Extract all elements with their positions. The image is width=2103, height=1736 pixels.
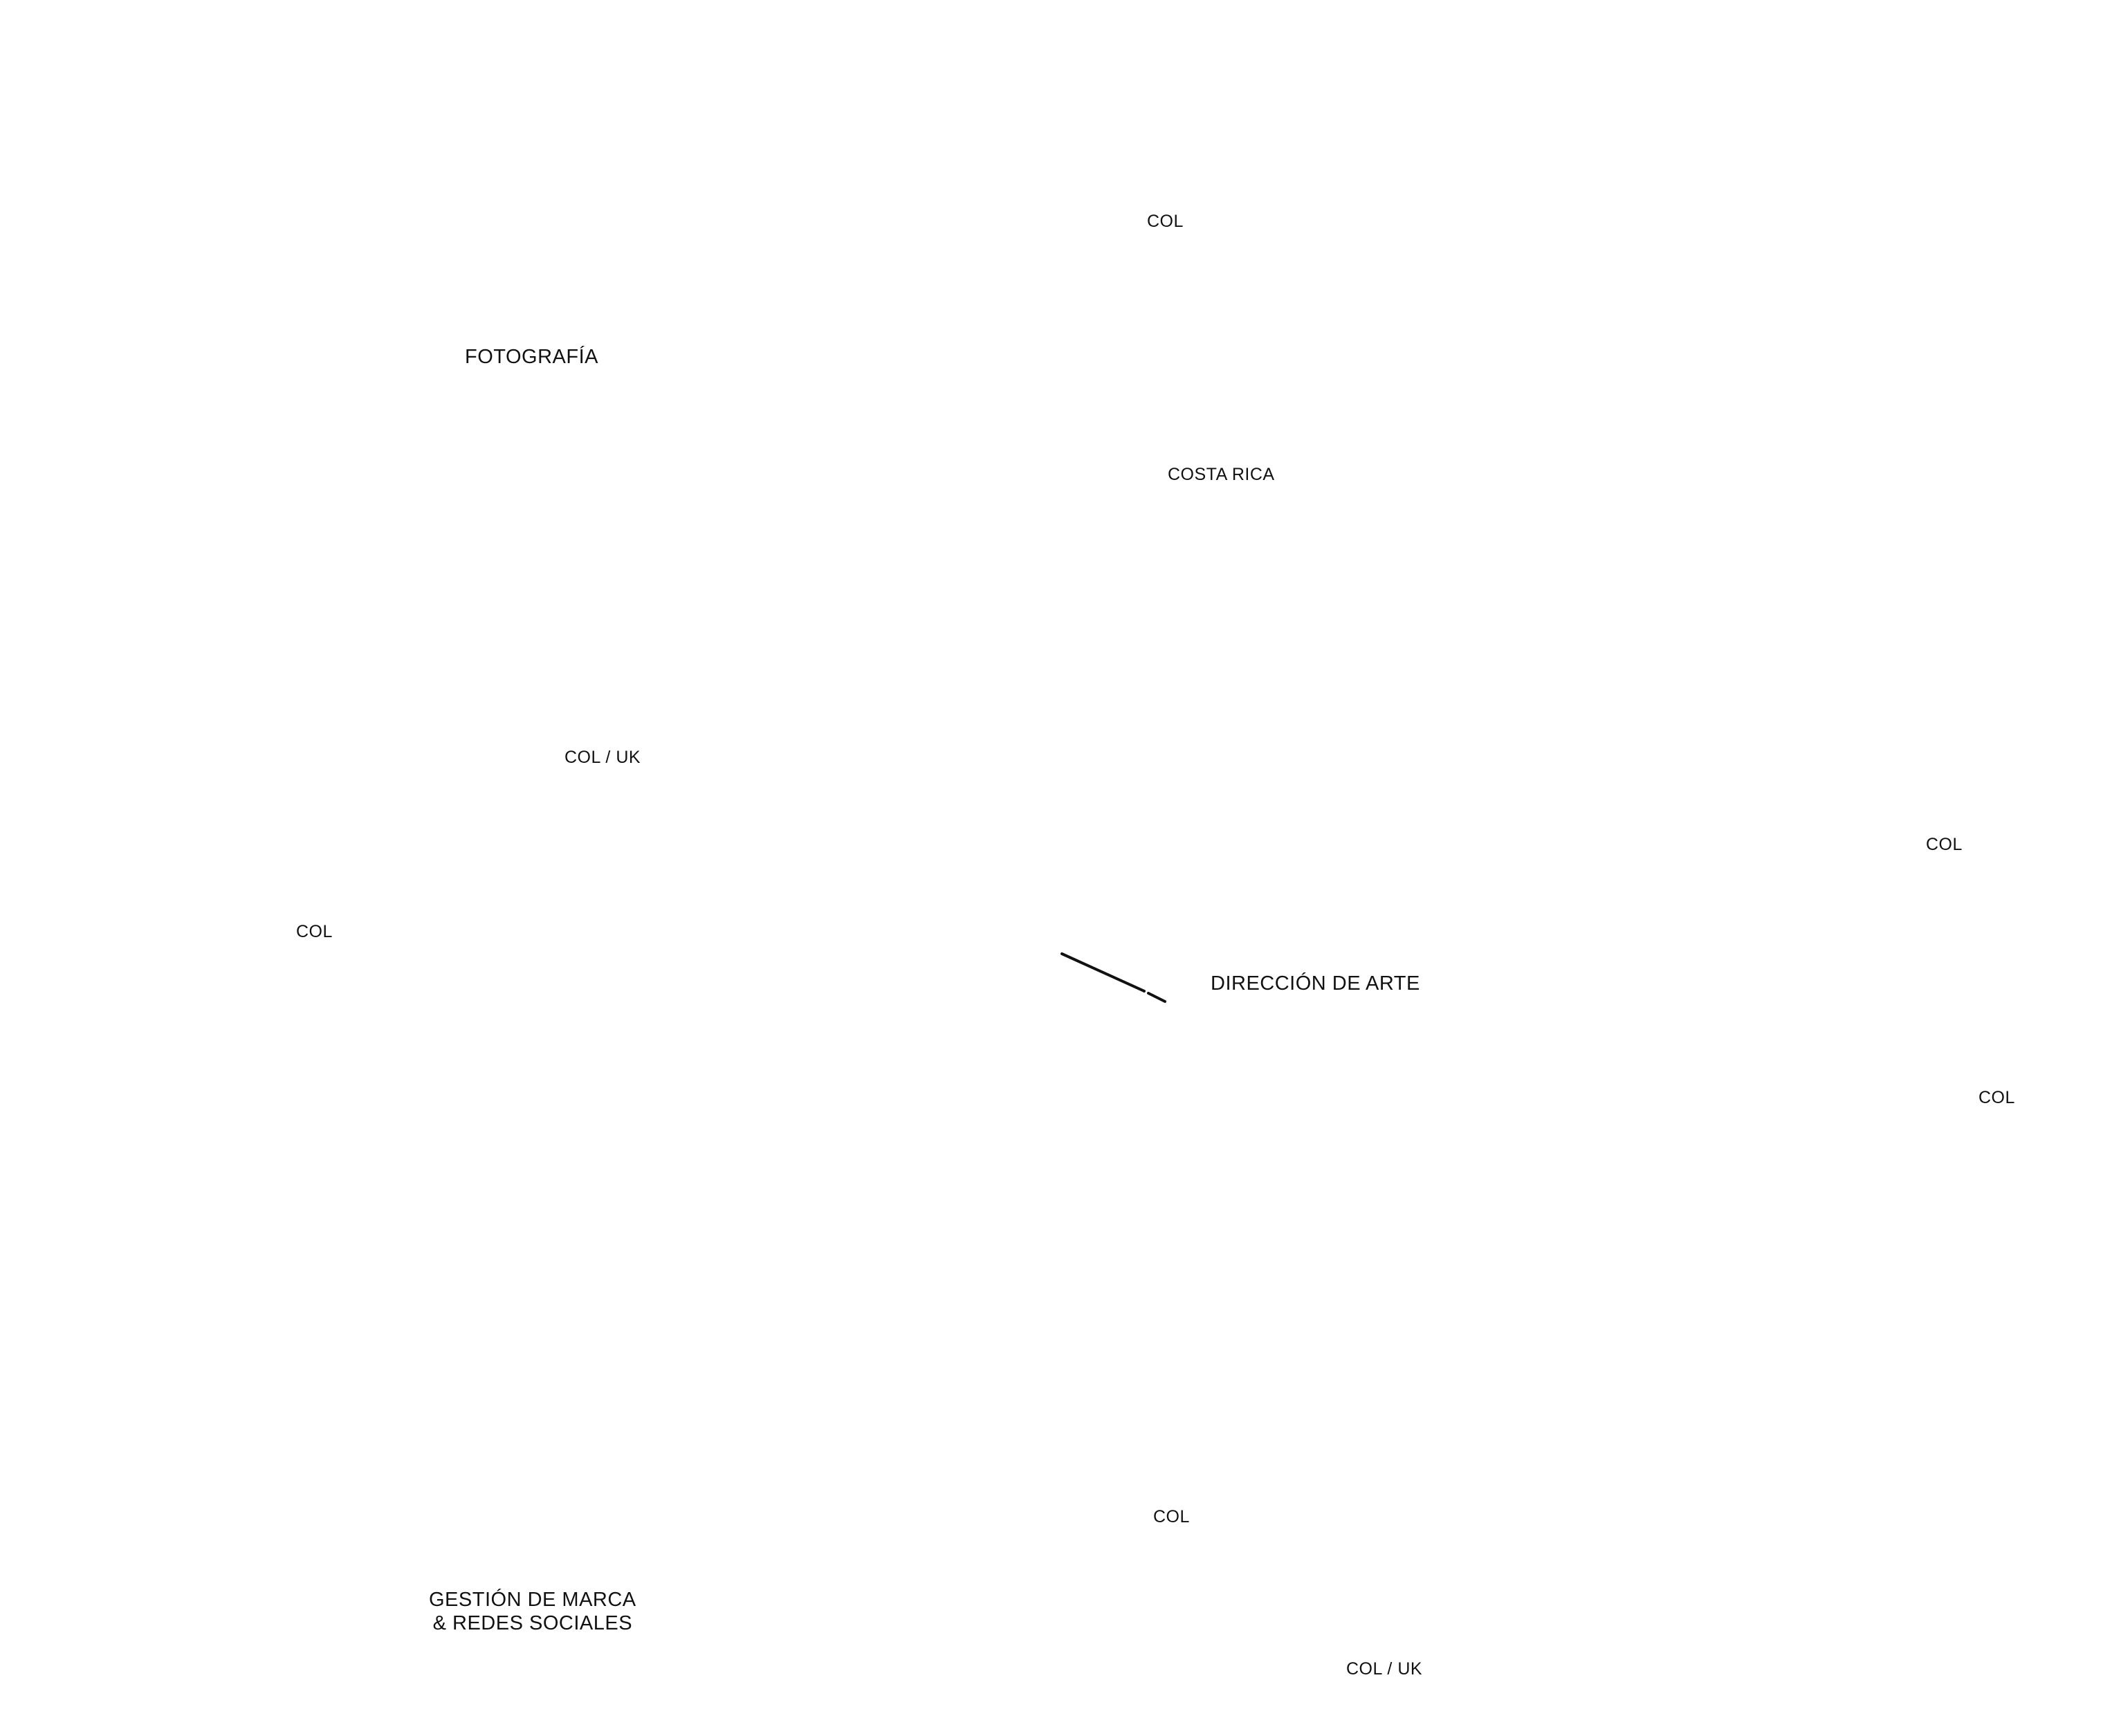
label-gestion-de-marca-line1: GESTIÓN DE MARCA: [429, 1589, 636, 1611]
location-costa-rica: COSTA RICA: [1168, 465, 1275, 484]
pointer-stroke-main: [1060, 952, 1146, 992]
location-col-uk-bottom: COL / UK: [1346, 1659, 1423, 1679]
location-col-uk-left: COL / UK: [564, 748, 641, 767]
label-gestion-de-marca[interactable]: GESTIÓN DE MARCA & REDES SOCIALES: [429, 1588, 636, 1635]
label-direccion-de-arte[interactable]: DIRECCIÓN DE ARTE: [1211, 972, 1420, 995]
pointer-stroke-tip: [1147, 992, 1166, 1003]
label-gestion-de-marca-line2: & REDES SOCIALES: [432, 1612, 633, 1634]
location-col-bottom: COL: [1153, 1507, 1190, 1526]
location-col-left: COL: [296, 922, 333, 941]
location-col-right-lower: COL: [1978, 1088, 2015, 1107]
location-col-right-upper: COL: [1926, 835, 1963, 854]
location-col-top: COL: [1147, 212, 1184, 231]
label-fotografia[interactable]: FOTOGRAFÍA: [465, 346, 598, 368]
